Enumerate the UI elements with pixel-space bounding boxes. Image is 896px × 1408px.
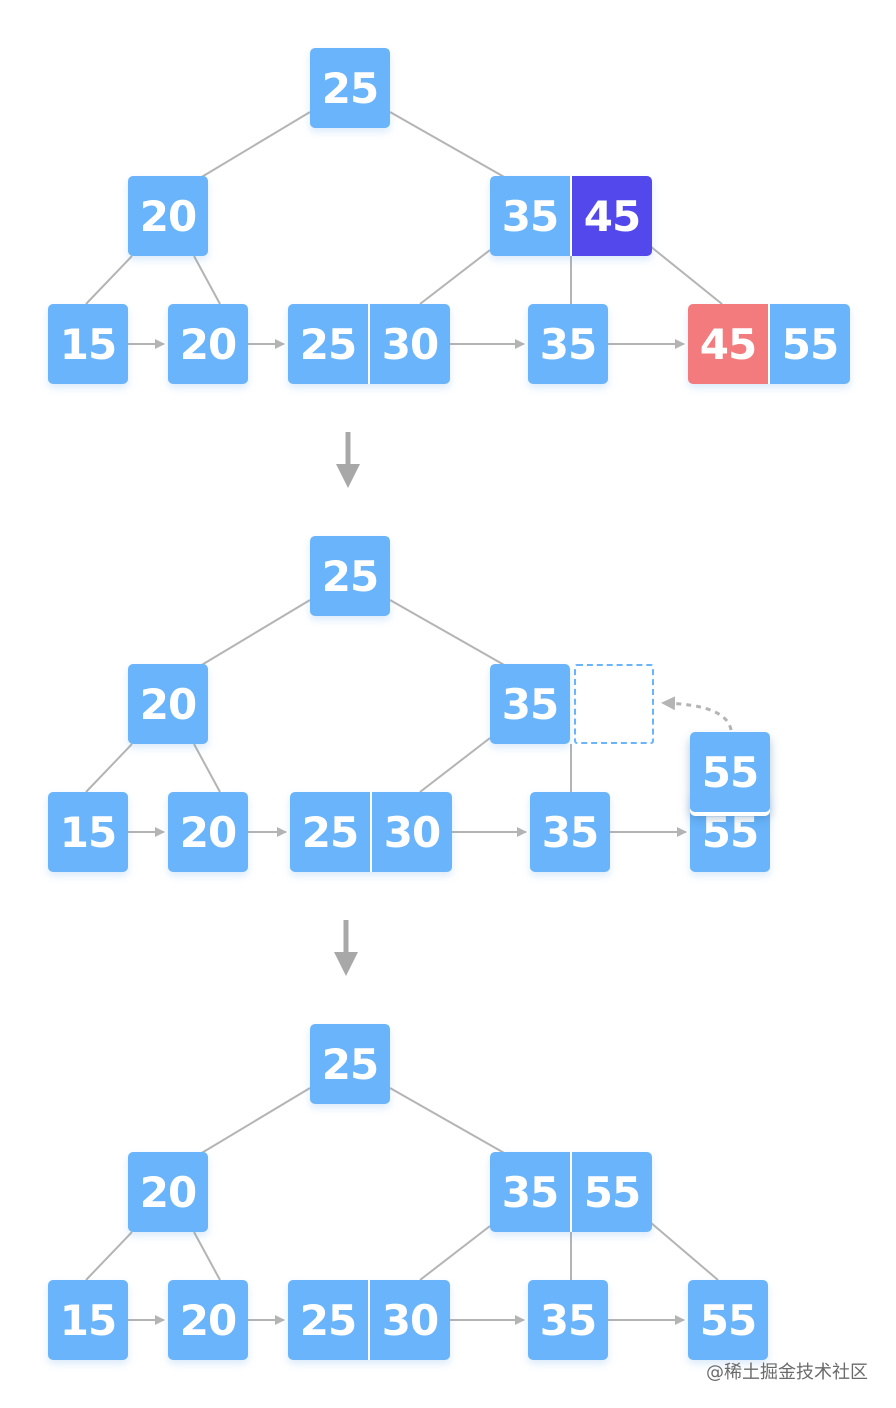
leaf-node: 20 <box>168 304 248 384</box>
node-key: 25 <box>310 1024 390 1104</box>
internal-node-left: 20 <box>128 1152 208 1232</box>
edge <box>199 599 311 667</box>
edge <box>193 1231 221 1281</box>
node-key: 35 <box>528 304 608 384</box>
root-node: 25 <box>310 536 390 616</box>
internal-node-right: 35 45 <box>490 176 652 256</box>
leaf-node: 20 <box>168 792 248 872</box>
node-key: 35 <box>490 664 570 744</box>
leaf-node: 55 <box>688 1280 768 1360</box>
internal-node-right: 35 55 <box>490 1152 652 1232</box>
edge <box>419 1225 491 1281</box>
edge <box>193 743 221 793</box>
leaf-node: 15 <box>48 792 128 872</box>
node-key: 30 <box>368 304 450 384</box>
leaf-node: 35 <box>528 1280 608 1360</box>
node-key: 30 <box>368 1280 450 1360</box>
root-node: 25 <box>310 48 390 128</box>
edge <box>389 599 507 667</box>
leaf-node: 20 <box>168 1280 248 1360</box>
node-key: 35 <box>490 176 570 256</box>
edge <box>193 255 221 305</box>
edge <box>649 245 723 305</box>
node-key: 35 <box>490 1152 570 1232</box>
root-node: 25 <box>310 1024 390 1104</box>
node-key: 55 <box>688 1280 768 1360</box>
node-key: 20 <box>168 792 248 872</box>
node-key: 15 <box>48 792 128 872</box>
empty-key-slot <box>574 664 654 744</box>
internal-node-right: 35 <box>490 664 570 744</box>
node-key: 25 <box>288 304 368 384</box>
leaf-node: 25 30 <box>290 792 452 872</box>
node-key: 20 <box>168 304 248 384</box>
edge <box>419 249 491 305</box>
move-key-arrow <box>661 696 733 731</box>
highlighted-separator-key: 45 <box>570 176 652 256</box>
node-key: 20 <box>128 664 208 744</box>
node-key: 35 <box>528 1280 608 1360</box>
node-key: 20 <box>168 1280 248 1360</box>
deleted-key: 45 <box>688 304 768 384</box>
node-key: 30 <box>370 792 452 872</box>
leaf-node: 25 30 <box>288 304 450 384</box>
edge <box>199 1087 311 1155</box>
edge <box>85 743 133 793</box>
watermark: @稀土掘金技术社区 <box>706 1362 868 1383</box>
node-key: 25 <box>288 1280 368 1360</box>
leaf-node: 45 55 <box>688 304 850 384</box>
step-arrow-head <box>336 464 360 488</box>
edge <box>389 111 507 179</box>
node-key: 55 <box>570 1152 652 1232</box>
edge <box>649 1221 719 1281</box>
edge <box>419 737 491 793</box>
node-key: 25 <box>310 536 390 616</box>
node-key: 35 <box>530 792 610 872</box>
edge <box>85 1231 133 1281</box>
step-arrow-head <box>334 952 358 976</box>
leaf-node: 25 30 <box>288 1280 450 1360</box>
leaf-node: 35 <box>530 792 610 872</box>
node-key: 55 <box>768 304 850 384</box>
internal-node-left: 20 <box>128 176 208 256</box>
node-key: 25 <box>310 48 390 128</box>
moving-key-card: 55 <box>690 732 770 812</box>
leaf-node: 15 <box>48 1280 128 1360</box>
node-key: 25 <box>290 792 370 872</box>
node-key: 15 <box>48 304 128 384</box>
internal-node-left: 20 <box>128 664 208 744</box>
node-key: 20 <box>128 176 208 256</box>
node-key: 20 <box>128 1152 208 1232</box>
node-key: 55 <box>690 732 770 812</box>
leaf-node: 15 <box>48 304 128 384</box>
leaf-node: 35 <box>528 304 608 384</box>
edge <box>85 255 133 305</box>
node-key: 15 <box>48 1280 128 1360</box>
edge <box>389 1087 507 1155</box>
edge <box>199 111 311 179</box>
